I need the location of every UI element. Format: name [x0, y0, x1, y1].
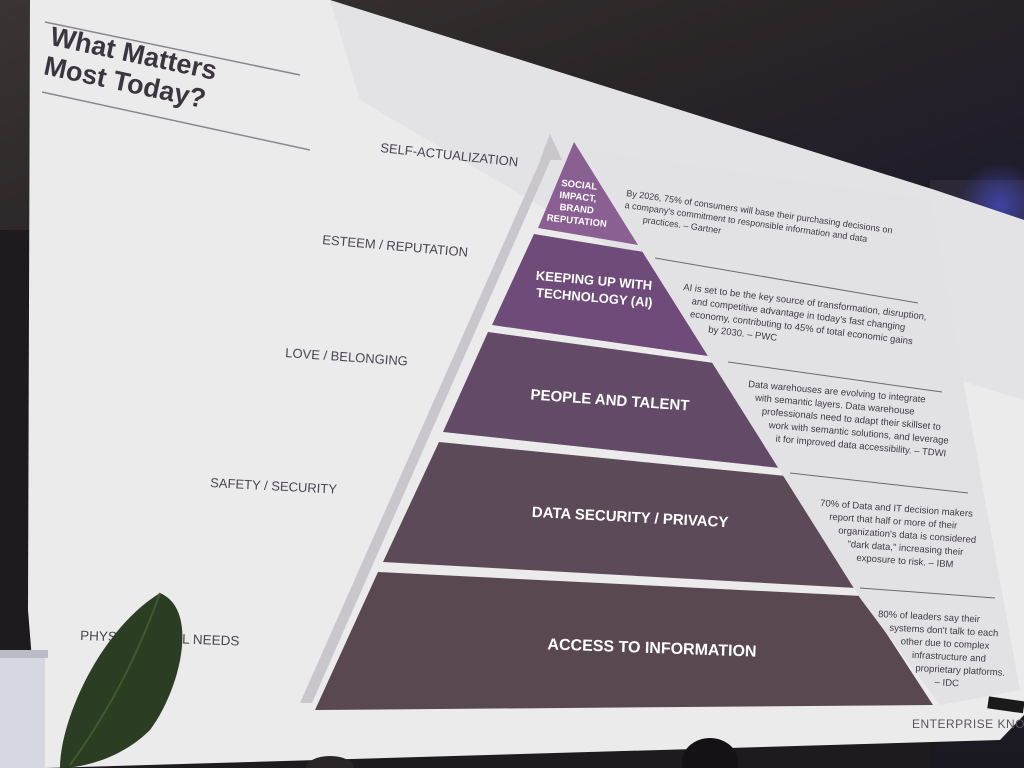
divider: [859, 587, 996, 599]
device: [987, 696, 1024, 714]
pyramid: SOCIAL IMPACT, BRAND REPUTATION KEEPING …: [315, 142, 933, 710]
tier-4-shape: [383, 442, 856, 588]
leaf-vein: [69, 592, 161, 766]
podium-top: [0, 650, 48, 658]
footer-brand: ENTERPRISE KNOW: [912, 717, 1024, 731]
fact-5-line: – IDC: [934, 677, 959, 689]
divider: [789, 472, 969, 494]
audience-head: [306, 756, 354, 768]
tier-label-1-line: IMPACT,: [559, 190, 597, 205]
title-underline-top: [44, 21, 301, 76]
tier-5-shape: [315, 572, 933, 710]
fact-5: 80% of leaders say their systems don't t…: [874, 609, 1010, 692]
tier-3-shape: [443, 332, 780, 468]
fact-5-line: infrastructure and: [912, 650, 986, 665]
tier-2-shape: [492, 234, 708, 356]
arrow-head-icon: [540, 134, 562, 160]
plant-leaf: [60, 592, 183, 768]
audience-head: [682, 738, 738, 768]
tier-1-shape: [538, 142, 638, 245]
divider: [727, 361, 943, 393]
podium: [0, 655, 45, 768]
fact-5-line: proprietary platforms.: [915, 663, 1005, 679]
fact-dividers: [654, 257, 996, 599]
fact-5-line: other due to complex: [900, 636, 989, 652]
divider: [654, 257, 919, 304]
tier-label-1-line: BRAND: [559, 202, 594, 217]
need-label: SAFETY / SECURITY: [210, 475, 338, 497]
facts-panel: [586, 150, 1020, 705]
tier-label-1-line: SOCIAL: [561, 178, 598, 193]
tier-label-1: SOCIAL IMPACT, BRAND REPUTATION: [546, 177, 611, 230]
fact-5-line: 80% of leaders say their: [878, 609, 980, 625]
arrow-shaft: [300, 150, 555, 703]
title-underline: [41, 91, 311, 151]
